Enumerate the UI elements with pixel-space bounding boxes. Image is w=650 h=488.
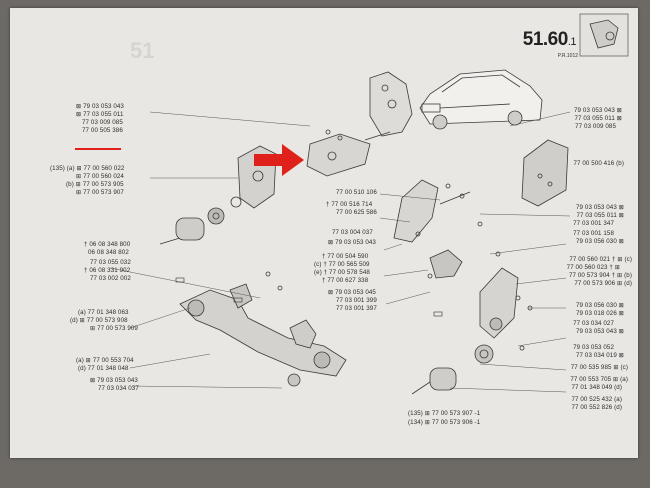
part-label: 79 03 053 052 xyxy=(573,344,614,351)
part-label: (d) ⊞ 77 00 573 908 xyxy=(70,317,128,324)
part-label: 79 03 053 043 ⊠ xyxy=(576,204,624,211)
part-label: 77 03 002 002 xyxy=(90,275,131,282)
part-label: 79 03 056 030 ⊠ xyxy=(576,302,624,309)
right-mount-icon xyxy=(474,267,519,364)
part-label: 77 00 505 386 xyxy=(82,127,123,134)
page-number: 51.60.1 xyxy=(522,29,577,51)
part-label: (e) † 77 00 578 548 xyxy=(314,269,370,276)
part-label: 77 00 553 705 ⊞ (a) xyxy=(570,376,628,383)
part-label: 77 00 510 106 xyxy=(336,189,377,196)
part-label: 77 03 001 158 xyxy=(573,230,614,237)
bleed-through-text: 51 xyxy=(130,38,155,63)
part-label: 77 03 004 037 xyxy=(332,229,373,236)
bottom-bushing-icon xyxy=(411,367,457,395)
car-illustration-icon xyxy=(419,69,543,130)
bushing-left-icon xyxy=(159,196,242,245)
exploded-diagram xyxy=(109,13,629,395)
symbol-boxes xyxy=(175,277,443,317)
part-label: 77 03 055 011 ⊠ xyxy=(576,212,624,219)
part-label: 77 03 001 397 xyxy=(336,305,377,312)
part-label: 77 03 055 011 ⊠ xyxy=(574,115,622,122)
highlight-underline xyxy=(75,148,121,150)
part-label: 79 03 018 026 ⊠ xyxy=(576,310,624,317)
subframe-icon xyxy=(179,283,347,387)
part-label: (b) ⊞ 77 00 573 905 xyxy=(66,181,124,188)
part-label: 77 00 535 985 ⊞ (c) xyxy=(570,364,628,371)
part-label: † 06 08 331 902 xyxy=(84,267,131,274)
red-arrow-icon xyxy=(254,144,304,176)
part-label: 77 03 009 085 xyxy=(575,123,616,130)
page-number-main: 51.60 xyxy=(522,29,569,50)
right-cover-icon xyxy=(521,139,569,207)
part-label: 77 00 625 586 xyxy=(336,209,377,216)
engine-mount-icon xyxy=(306,131,391,177)
part-label: ⊠ 79 03 053 043 xyxy=(328,239,376,246)
part-label: ⊞ 77 00 560 024 xyxy=(76,173,124,180)
part-label: 77 03 009 085 xyxy=(82,119,123,126)
part-label: 77 03 034 019 ⊠ xyxy=(576,352,624,359)
page-pr-ref: P.R.1012 xyxy=(557,53,578,59)
part-label: 77 03 034 037 xyxy=(98,385,139,392)
part-label: † 77 00 504 590 xyxy=(322,253,369,260)
part-label: 77 00 573 904 † ⊞ (b) xyxy=(568,272,632,279)
part-label: 77 00 573 906 ⊞ (d) xyxy=(574,280,632,287)
part-label: 77 03 055 032 xyxy=(90,259,131,266)
catalog-page: 51 51.60.1 P.R.1012 xyxy=(10,8,638,458)
part-label: 77 00 560 023 † ⊞ xyxy=(566,264,620,271)
part-label: 77 01 348 049 (d) xyxy=(571,384,622,391)
bolts-icon xyxy=(265,129,533,351)
part-label: (a) 77 01 348 063 xyxy=(78,309,129,316)
part-label: 77 00 552 826 (d) xyxy=(571,404,622,411)
center-mount-icon xyxy=(393,179,471,279)
part-label: † 06 08 348 800 xyxy=(84,241,131,248)
part-label: 77 03 001 347 xyxy=(573,220,614,227)
part-label: (135) (a) ⊞ 77 00 560 022 xyxy=(50,165,125,172)
part-label: 06 08 348 802 xyxy=(88,249,129,256)
part-label: 79 03 056 030 ⊠ xyxy=(576,238,624,245)
part-label: 79 03 053 043 ⊠ xyxy=(576,328,624,335)
part-label: ⊠ 79 03 053 045 xyxy=(328,289,376,296)
upper-bracket-icon xyxy=(369,71,413,137)
part-label: 79 03 053 043 ⊠ xyxy=(574,107,622,114)
part-label: † 77 00 627 338 xyxy=(322,277,369,284)
part-label: 77 00 525 432 (a) xyxy=(571,396,622,403)
page-number-sub: .1 xyxy=(567,36,577,48)
part-label: † 77 00 516 714 xyxy=(326,201,373,208)
part-label: 77 00 560 021 † ⊞ (c) xyxy=(569,256,632,263)
part-label: 77 03 034 027 xyxy=(573,320,614,327)
part-label: (d) 77 01 348 048 xyxy=(78,365,129,372)
part-label: ⊠ 79 03 053 043 xyxy=(76,103,124,110)
part-label: (a) ⊞ 77 00 553 704 xyxy=(76,357,134,364)
part-label: ⊠ 79 03 053 043 xyxy=(90,377,138,384)
part-label: (135) ⊞ 77 00 573 907 -1 xyxy=(408,410,481,417)
part-label: (134) ⊞ 77 00 573 906 -1 xyxy=(408,419,481,426)
part-label: ⊞ 77 00 573 907 xyxy=(76,189,124,196)
part-label: 77 03 001 399 xyxy=(336,297,377,304)
corner-bracket-icon xyxy=(579,13,629,57)
part-label: 77 00 500 416 (b) xyxy=(573,160,624,167)
leader-lines xyxy=(109,111,571,393)
part-label: ⊠ 77 03 055 011 xyxy=(76,111,124,118)
part-label: (c) † 77 00 565 509 xyxy=(314,261,370,268)
part-label: ⊞ 77 00 573 909 xyxy=(90,325,138,332)
